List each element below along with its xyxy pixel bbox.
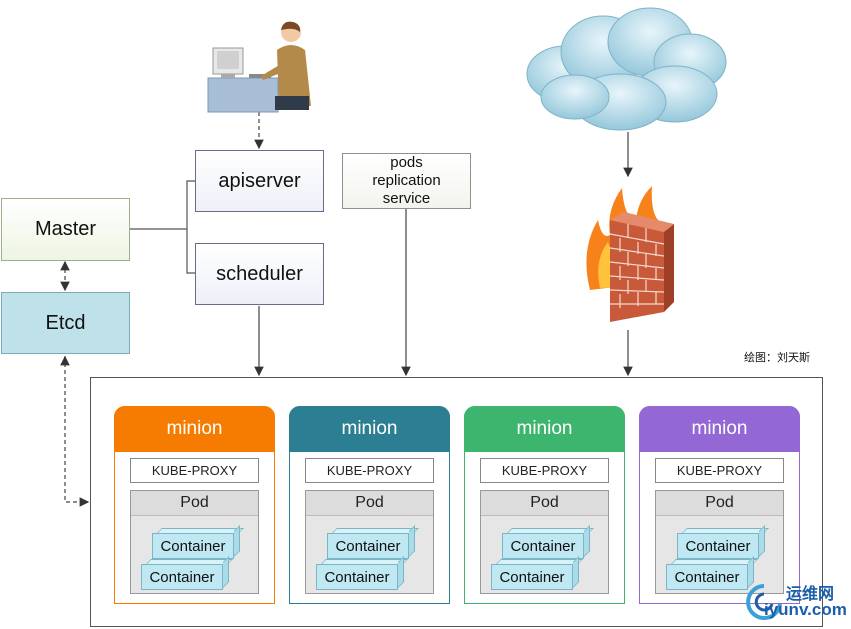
pods-label-line1: pods: [390, 154, 423, 171]
watermark-top-text: 运维网: [786, 586, 835, 603]
pod-box: Pod Container Container: [305, 490, 434, 594]
etcd-box: Etcd: [1, 292, 130, 354]
pod-box: Pod Container Container: [480, 490, 609, 594]
container-box: Container: [316, 564, 398, 590]
minion-node: minion KUBE-PROXY Pod Container Containe…: [464, 406, 625, 604]
master-label: Master: [34, 218, 97, 240]
master-to-apiserver-scheduler-connector: [186, 180, 195, 274]
apiserver-box: apiserver: [195, 150, 324, 212]
pods-label-line2: replication: [372, 172, 441, 189]
etcd-to-cluster-connector: [64, 356, 90, 507]
pod-box: Pod Container Container: [655, 490, 784, 594]
container-box: Container: [677, 533, 759, 559]
minion-node: minion KUBE-PROXY Pod Container Containe…: [289, 406, 450, 604]
watermark-bottom-text: iyunv.com: [764, 600, 847, 619]
pod-label: Pod: [306, 491, 433, 516]
pod-label: Pod: [481, 491, 608, 516]
container-box: Container: [491, 564, 573, 590]
firewall-icon: [586, 186, 674, 322]
pod-box: Pod Container Container: [130, 490, 259, 594]
minion-header: minion: [289, 406, 450, 452]
container-box: Container: [152, 533, 234, 559]
kube-proxy-box: KUBE-PROXY: [655, 458, 784, 483]
kube-proxy-box: KUBE-PROXY: [305, 458, 434, 483]
pod-label: Pod: [656, 491, 783, 516]
scheduler-label: scheduler: [216, 262, 303, 285]
pods-replication-service-box: pods replication service: [342, 153, 471, 209]
kube-proxy-box: KUBE-PROXY: [130, 458, 259, 483]
cloud-icon: [526, 7, 727, 131]
minion-header: minion: [114, 406, 275, 452]
container-box: Container: [327, 533, 409, 559]
watermark-logo: 运维网 iyunv.com: [744, 580, 848, 626]
container-box: Container: [502, 533, 584, 559]
pod-label: Pod: [131, 491, 258, 516]
minion-node: minion KUBE-PROXY Pod Container Containe…: [639, 406, 800, 604]
pods-label-line3: service: [382, 190, 431, 207]
master-box: Master: [1, 198, 130, 261]
etcd-label: Etcd: [45, 311, 86, 334]
container-box: Container: [666, 564, 748, 590]
user-at-computer-icon: [207, 21, 311, 113]
kube-proxy-box: KUBE-PROXY: [480, 458, 609, 483]
apiserver-label: apiserver: [218, 169, 301, 192]
minion-header: minion: [464, 406, 625, 452]
watermark-swirl-icon: [746, 584, 782, 620]
minion-header: minion: [639, 406, 800, 452]
credit-text: 绘图：刘天斯: [744, 352, 810, 364]
minion-node: minion KUBE-PROXY Pod Container Containe…: [114, 406, 275, 604]
scheduler-box: scheduler: [195, 243, 324, 305]
container-box: Container: [141, 564, 223, 590]
